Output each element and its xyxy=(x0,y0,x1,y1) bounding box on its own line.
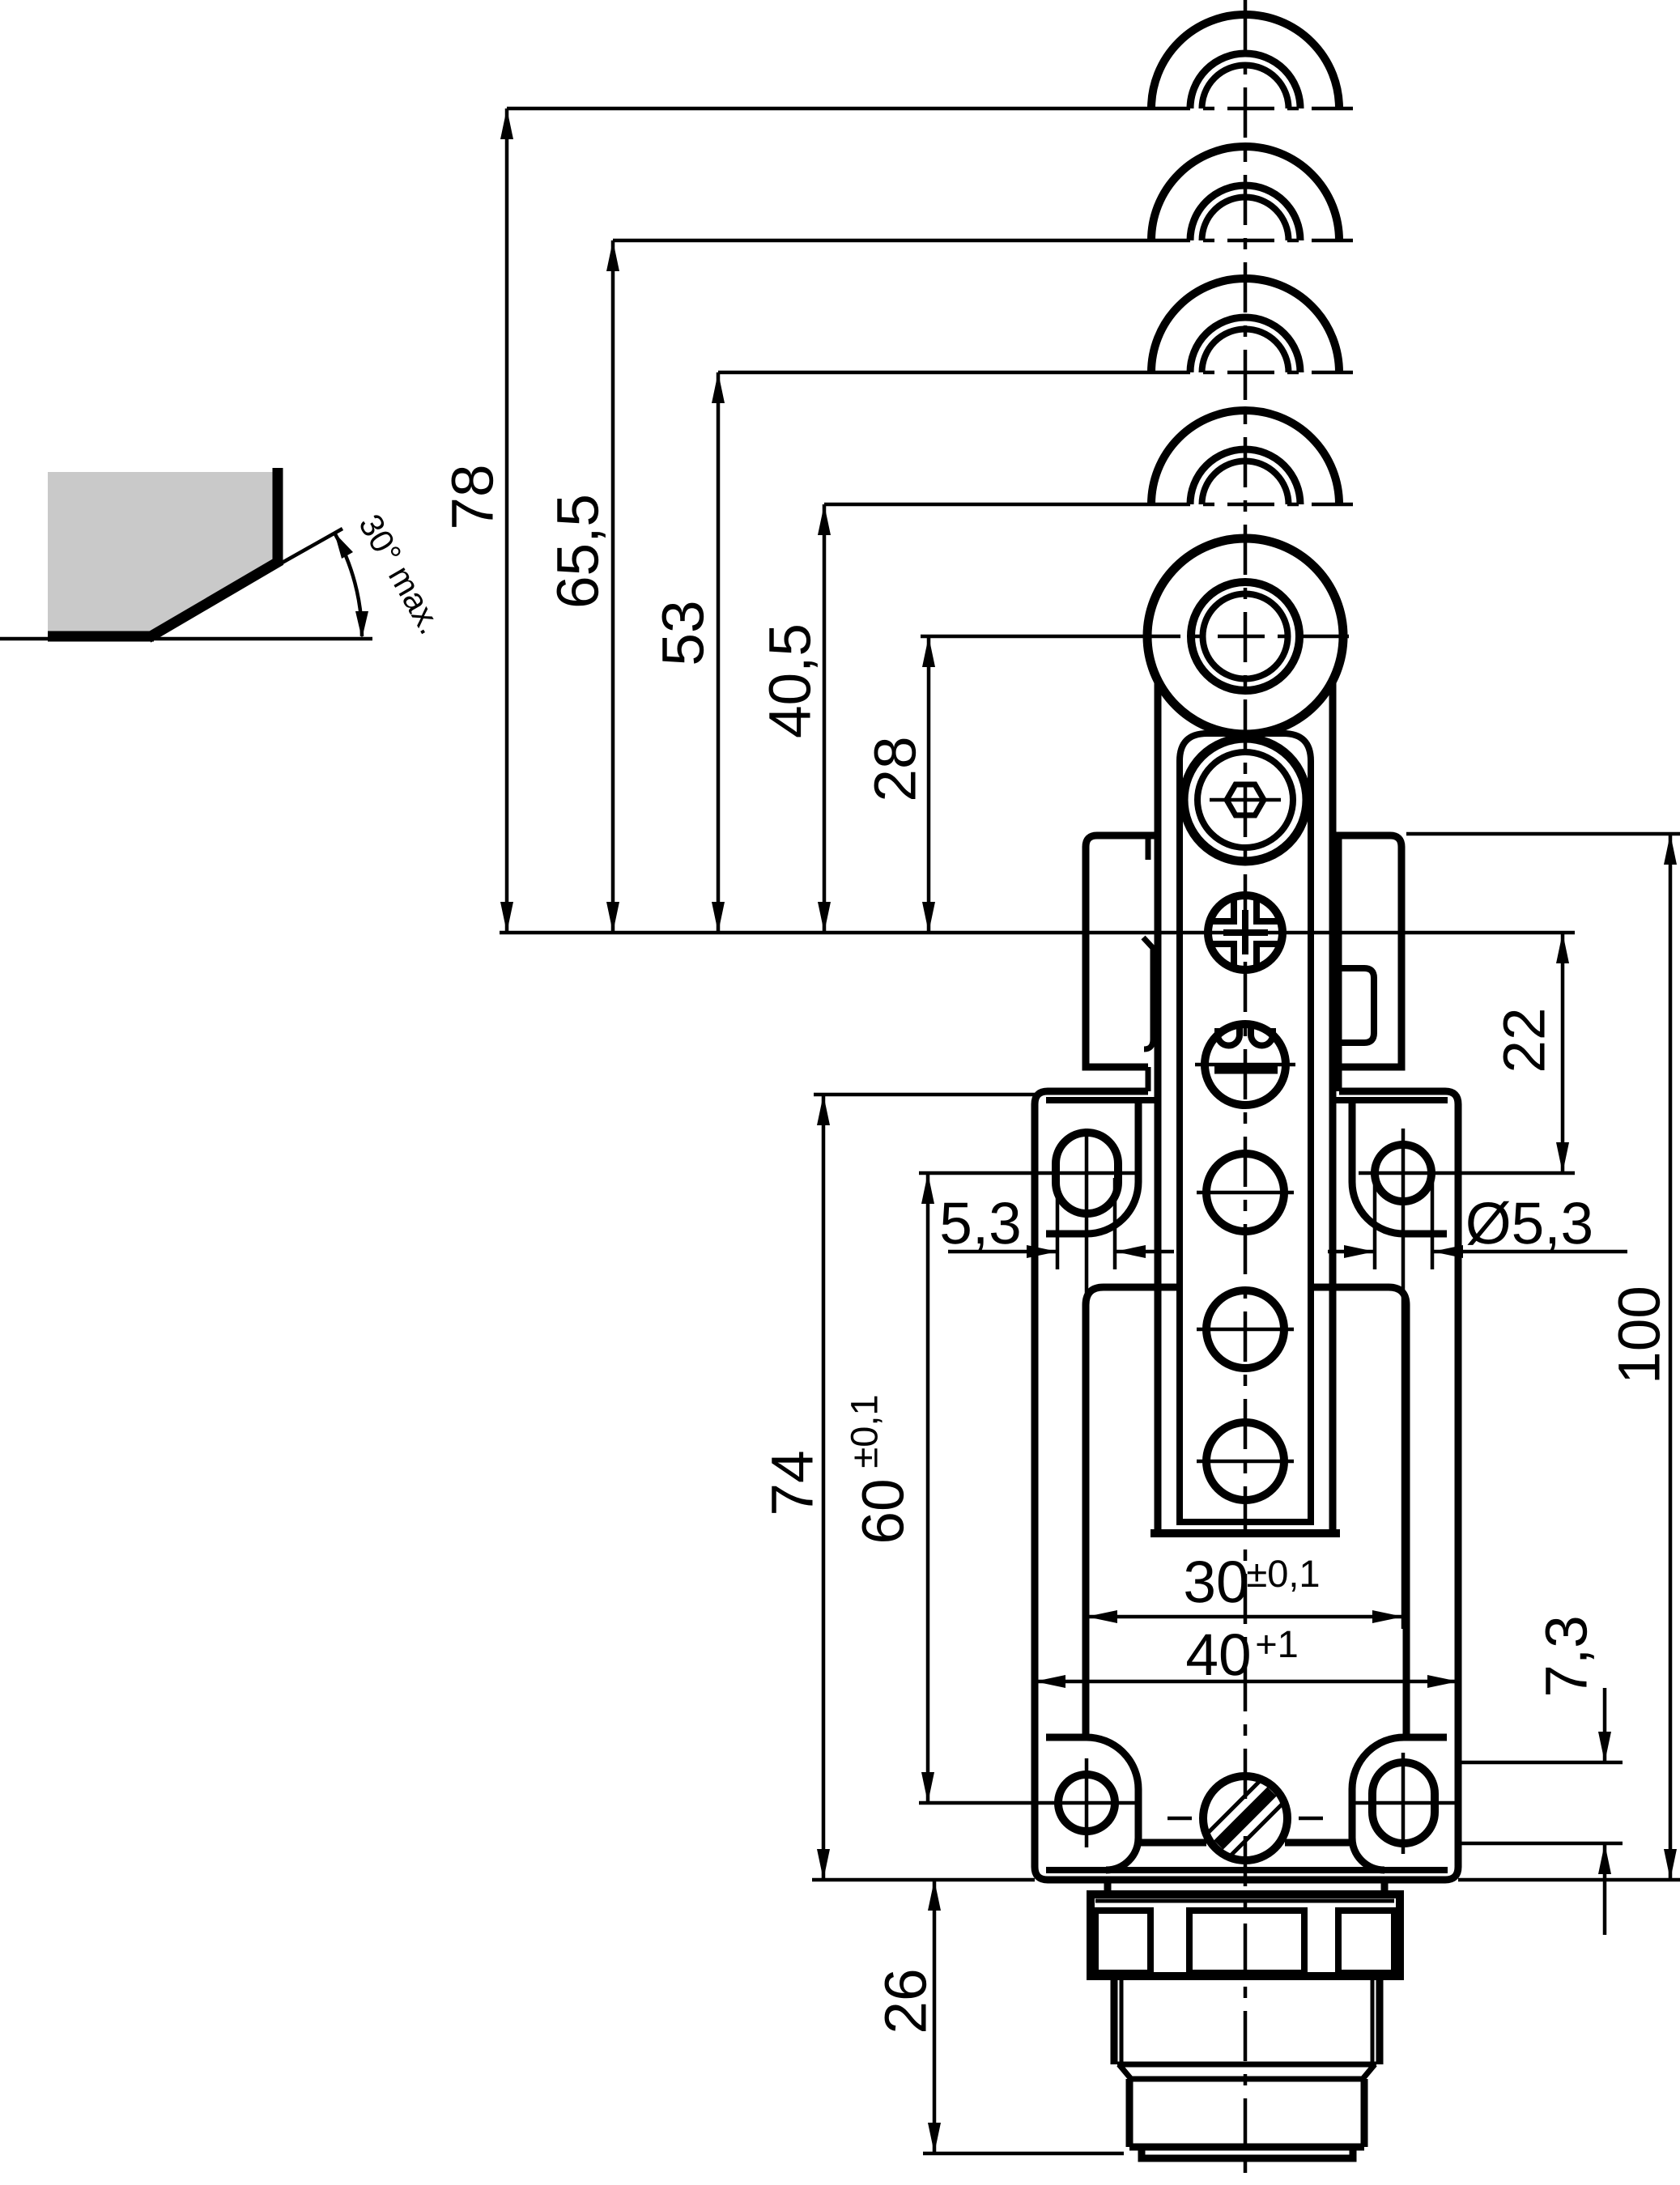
svg-text:7,3: 7,3 xyxy=(1533,1615,1599,1697)
svg-text:26: 26 xyxy=(873,1968,938,2034)
svg-text:Ø5,3: Ø5,3 xyxy=(1465,1191,1593,1256)
svg-text:40,5: 40,5 xyxy=(757,623,823,738)
svg-text:5,3: 5,3 xyxy=(939,1191,1021,1256)
svg-text:53: 53 xyxy=(650,600,716,665)
svg-text:±0,1: ±0,1 xyxy=(1246,1552,1320,1595)
svg-text:±0,1: ±0,1 xyxy=(842,1394,885,1468)
svg-text:30: 30 xyxy=(1183,1549,1248,1615)
svg-text:+1: +1 xyxy=(1255,1622,1299,1665)
svg-text:28: 28 xyxy=(862,736,928,801)
svg-text:74: 74 xyxy=(759,1450,825,1515)
svg-text:65,5: 65,5 xyxy=(545,494,610,609)
svg-text:22: 22 xyxy=(1491,1007,1557,1073)
svg-text:100: 100 xyxy=(1606,1286,1672,1384)
svg-text:78: 78 xyxy=(440,464,505,529)
svg-text:40: 40 xyxy=(1185,1622,1251,1688)
svg-text:60: 60 xyxy=(850,1478,916,1544)
